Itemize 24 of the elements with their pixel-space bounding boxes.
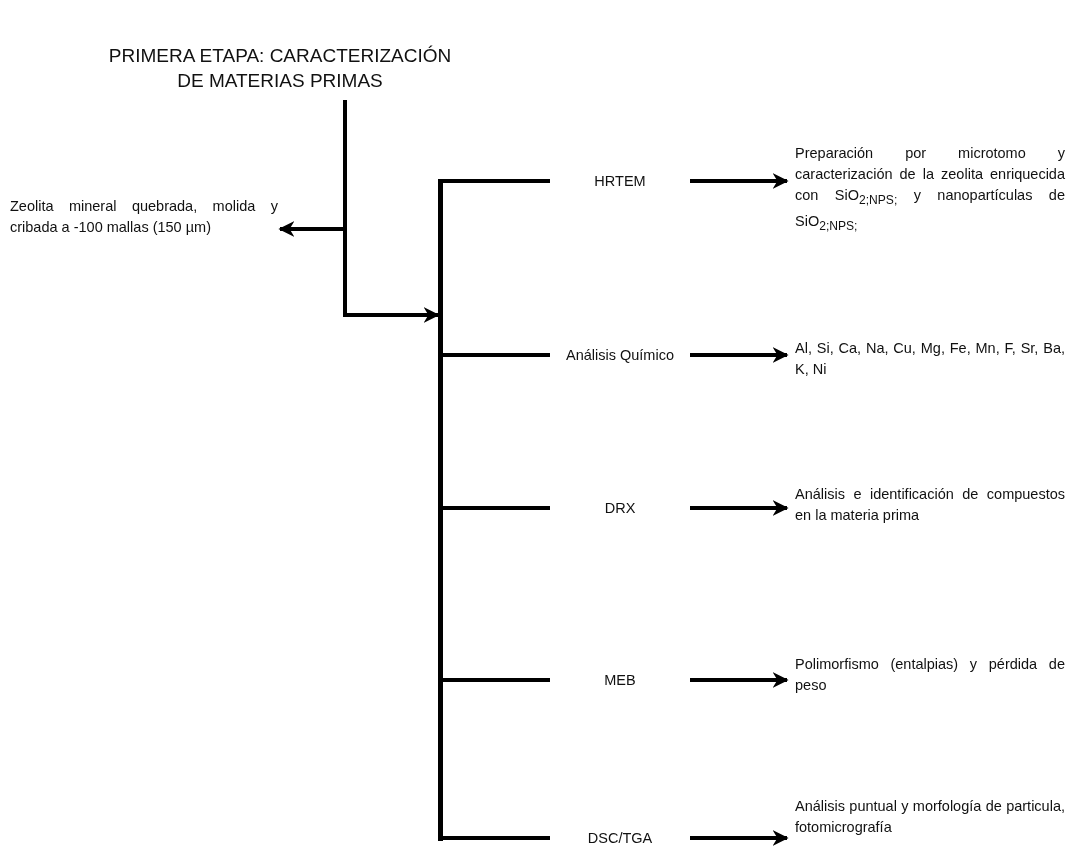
technique-label: DRX	[604, 498, 636, 518]
result-text: Análisis e identificación de compuestos en la materia prima	[795, 485, 1065, 525]
result-text: Análisis puntual y morfología de particula, fotomicrografía	[795, 797, 1065, 837]
result-text: Preparación por microtomo y caracterización de la zeolita enriquecida con SiO$_{2;NPS;}$ y nanopartículas de SiO$_{2;NPS;}$	[795, 144, 1065, 235]
heading-text: PRIMERA ETAPA: CARACTERIZACIÓN DE MATERIAS PRIMAS	[107, 44, 453, 93]
connector-line	[443, 353, 550, 357]
bus-bar	[438, 179, 443, 841]
technique-label: Análisis Químico	[566, 345, 674, 365]
arrow	[690, 500, 789, 516]
arrow	[690, 830, 789, 846]
arrow	[690, 347, 789, 363]
connector-line	[443, 678, 550, 682]
connector-line	[443, 506, 550, 510]
technique-label: DSC/TGA	[587, 828, 653, 848]
connector-line	[443, 179, 550, 183]
connector-line	[443, 836, 550, 840]
result-text: Polimorfismo (entalpias) y pérdida de peso	[795, 655, 1065, 695]
result-text: Al, Si, Ca, Na, Cu, Mg, Fe, Mn, F, Sr, Ba, K, Ni	[795, 339, 1065, 379]
technique-label: MEB	[604, 670, 636, 690]
technique-label: HRTEM	[594, 171, 646, 191]
node-text: Zeolita mineral quebrada, molida y cribada a -100 mallas (150 µm)	[10, 197, 278, 237]
arrow	[343, 100, 440, 323]
arrow	[690, 672, 789, 688]
arrow	[690, 173, 789, 189]
